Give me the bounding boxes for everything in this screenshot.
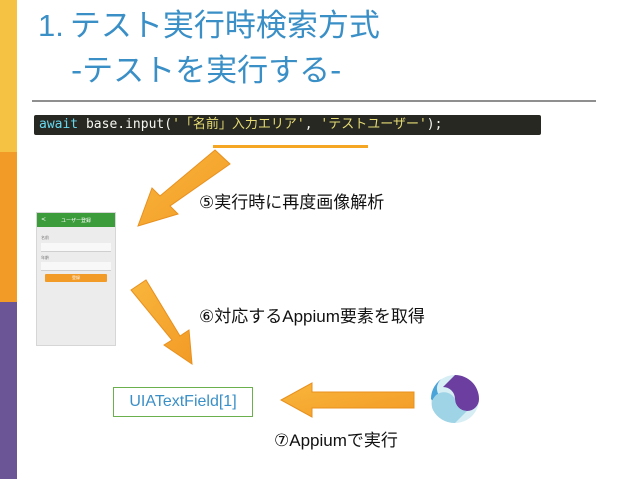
phone-field-name xyxy=(41,243,111,252)
slide-subtitle: -テストを実行する- xyxy=(71,53,342,89)
phone-submit-button: 登録 xyxy=(45,274,107,282)
phone-back-icon: < xyxy=(41,216,47,223)
code-snippet: await base.input('「名前」入力エリア', 'テストユーザー')… xyxy=(34,115,541,135)
phone-label-age: 年齢 xyxy=(41,255,49,260)
step7-latin: Appium xyxy=(289,431,347,450)
side-bar-yellow xyxy=(0,0,17,152)
step6-text: ⑥対応するAppium要素を取得 xyxy=(199,305,425,329)
step6-latin: Appium xyxy=(282,307,340,326)
step6-suffix: 要素を取得 xyxy=(339,307,425,327)
step7-prefix: ⑦ xyxy=(274,431,290,451)
step6-prefix: ⑥対応する xyxy=(199,307,283,327)
slide-title-text: テスト実行時検索方式 xyxy=(69,8,380,44)
step7-suffix: で実行 xyxy=(346,431,398,451)
code-separator: , xyxy=(304,117,321,132)
arrow-down-right-icon xyxy=(130,279,193,366)
phone-screenshot: < ユーザー登録 名前 年齢 登録 xyxy=(36,212,116,346)
uia-textfield-box: UIATextField[1] xyxy=(113,387,253,417)
appium-logo-icon xyxy=(430,375,479,424)
code-arg-element: '「名前」入力エリア' xyxy=(172,117,305,132)
code-arg-value: 'テストユーザー' xyxy=(320,117,427,132)
phone-field-age xyxy=(41,262,111,271)
phone-header xyxy=(37,213,115,227)
code-keyword: await xyxy=(39,117,79,132)
side-bar-purple xyxy=(0,302,17,479)
phone-title: ユーザー登録 xyxy=(61,218,91,224)
code-highlight-underline xyxy=(213,145,368,148)
arrow-left-icon xyxy=(279,382,415,418)
title-divider xyxy=(32,100,596,102)
phone-label-name: 名前 xyxy=(41,235,49,240)
step7-text: ⑦Appiumで実行 xyxy=(274,429,398,453)
code-end: ); xyxy=(426,117,443,132)
step5-text: ⑤実行時に再度画像解析 xyxy=(199,193,385,213)
slide-title: 1.テスト実行時検索方式 xyxy=(38,6,380,46)
arrow-down-left-icon xyxy=(137,149,231,227)
code-call: base.input( xyxy=(78,117,173,132)
side-bar-orange xyxy=(0,152,17,302)
slide-title-number: 1. xyxy=(38,8,64,43)
